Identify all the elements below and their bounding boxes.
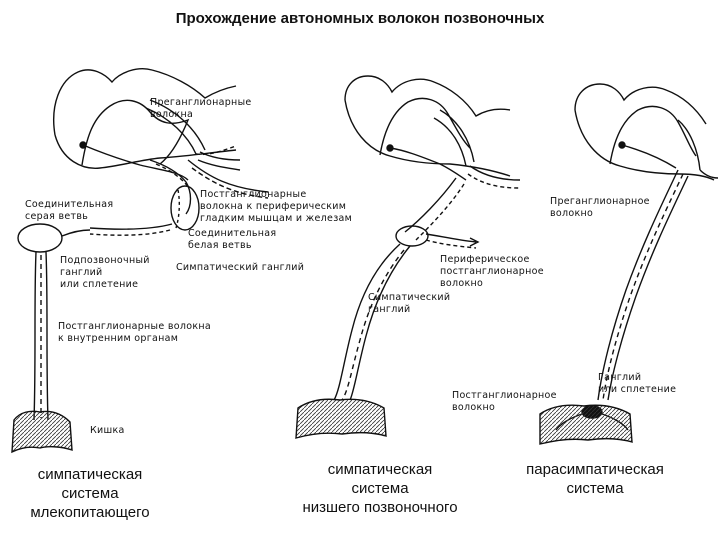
panel-lower-vertebrate-sympathetic bbox=[295, 75, 521, 439]
grey-matter bbox=[81, 99, 190, 166]
preganglionic-fiber-3 bbox=[597, 169, 679, 401]
caption-3-line-2: система bbox=[566, 480, 624, 497]
label-peripheral-2: постганглионарное bbox=[440, 266, 544, 277]
label-post-periph-1: Постганглионарные bbox=[200, 189, 307, 200]
label-post-3-1: Постганглионарное bbox=[452, 390, 557, 401]
sympathetic-ganglion bbox=[170, 185, 200, 231]
panel-2-labels: Периферическое постганглионарное волокно… bbox=[368, 254, 544, 315]
panel-mammal-sympathetic bbox=[11, 68, 269, 454]
label-post-organs-1: Постганглионарные волокна bbox=[58, 321, 211, 332]
panel-parasympathetic bbox=[539, 83, 719, 445]
panel-3-labels: Преганглионарное волокно Ганглий или спл… bbox=[452, 196, 676, 413]
gut-2 bbox=[295, 398, 387, 439]
caption-2-line-3: низшего позвоночного bbox=[302, 499, 458, 516]
subvertebral-ganglion bbox=[17, 223, 63, 253]
label-preganglionic-1: Преганглионарные bbox=[150, 97, 252, 108]
caption-2-line-2: система bbox=[351, 480, 409, 497]
spinal-cord-outline bbox=[53, 68, 237, 136]
figure-title: Прохождение автономных волокон позвоночн… bbox=[175, 10, 545, 27]
postganglionic-to-organs bbox=[33, 251, 37, 421]
caption-panel-2: симпатическая система низшего позвоночно… bbox=[270, 460, 490, 517]
grey-ramus bbox=[89, 223, 173, 230]
gut bbox=[11, 410, 73, 454]
label-sympathetic-2-1: Симпатический bbox=[368, 292, 450, 303]
label-subvertebral-1: Подпозвоночный bbox=[60, 255, 150, 266]
label-white-ramus-2: белая ветвь bbox=[188, 240, 252, 251]
label-sympathetic-ganglion: Симпатический ганглий bbox=[176, 262, 304, 273]
label-sympathetic-2-2: ганглий bbox=[368, 304, 411, 315]
caption-1-line-2: система bbox=[61, 485, 119, 502]
label-preganglionic-2: волокна bbox=[150, 109, 193, 120]
caption-1-line-1: симпатическая bbox=[37, 466, 143, 483]
grey-matter-3 bbox=[609, 105, 697, 165]
label-peripheral-3: волокно bbox=[440, 278, 483, 289]
label-subvertebral-3: или сплетение bbox=[60, 279, 138, 290]
caption-2-line-1: симпатическая bbox=[327, 461, 433, 478]
label-ganglion-3-1: Ганглий bbox=[598, 372, 641, 383]
panel-1-labels: Преганглионарные волокна Соединительная … bbox=[25, 97, 352, 436]
label-post-organs-2: к внутренним органам bbox=[58, 333, 178, 344]
label-subvertebral-2: ганглий bbox=[60, 267, 103, 278]
label-post-periph-3: гладким мышцам и железам bbox=[200, 213, 352, 224]
label-post-3-2: волокно bbox=[452, 402, 495, 413]
label-grey-ramus-1: Соединительная bbox=[25, 199, 113, 210]
label-grey-ramus-2: серая ветвь bbox=[25, 211, 88, 222]
label-ganglion-3-2: или сплетение bbox=[598, 384, 676, 395]
label-pre-3-1: Преганглионарное bbox=[550, 196, 650, 207]
caption-panel-1: симпатическая система млекопитающего bbox=[0, 465, 180, 522]
gut-3 bbox=[539, 404, 633, 445]
caption-3-line-1: парасимпатическая bbox=[526, 461, 664, 478]
caption-1-line-3: млекопитающего bbox=[30, 504, 150, 521]
grey-matter-2 bbox=[379, 97, 471, 156]
label-post-periph-2: волокна к периферическим bbox=[200, 201, 346, 212]
label-pre-3-2: волокно bbox=[550, 208, 593, 219]
label-gut: Кишка bbox=[90, 425, 125, 436]
label-white-ramus-1: Соединительная bbox=[188, 228, 276, 239]
sympathetic-ganglion-2 bbox=[395, 225, 429, 247]
caption-panel-3: парасимпатическая система bbox=[495, 460, 695, 498]
label-peripheral-1: Периферическое bbox=[440, 254, 530, 265]
white-ramus bbox=[149, 159, 192, 215]
